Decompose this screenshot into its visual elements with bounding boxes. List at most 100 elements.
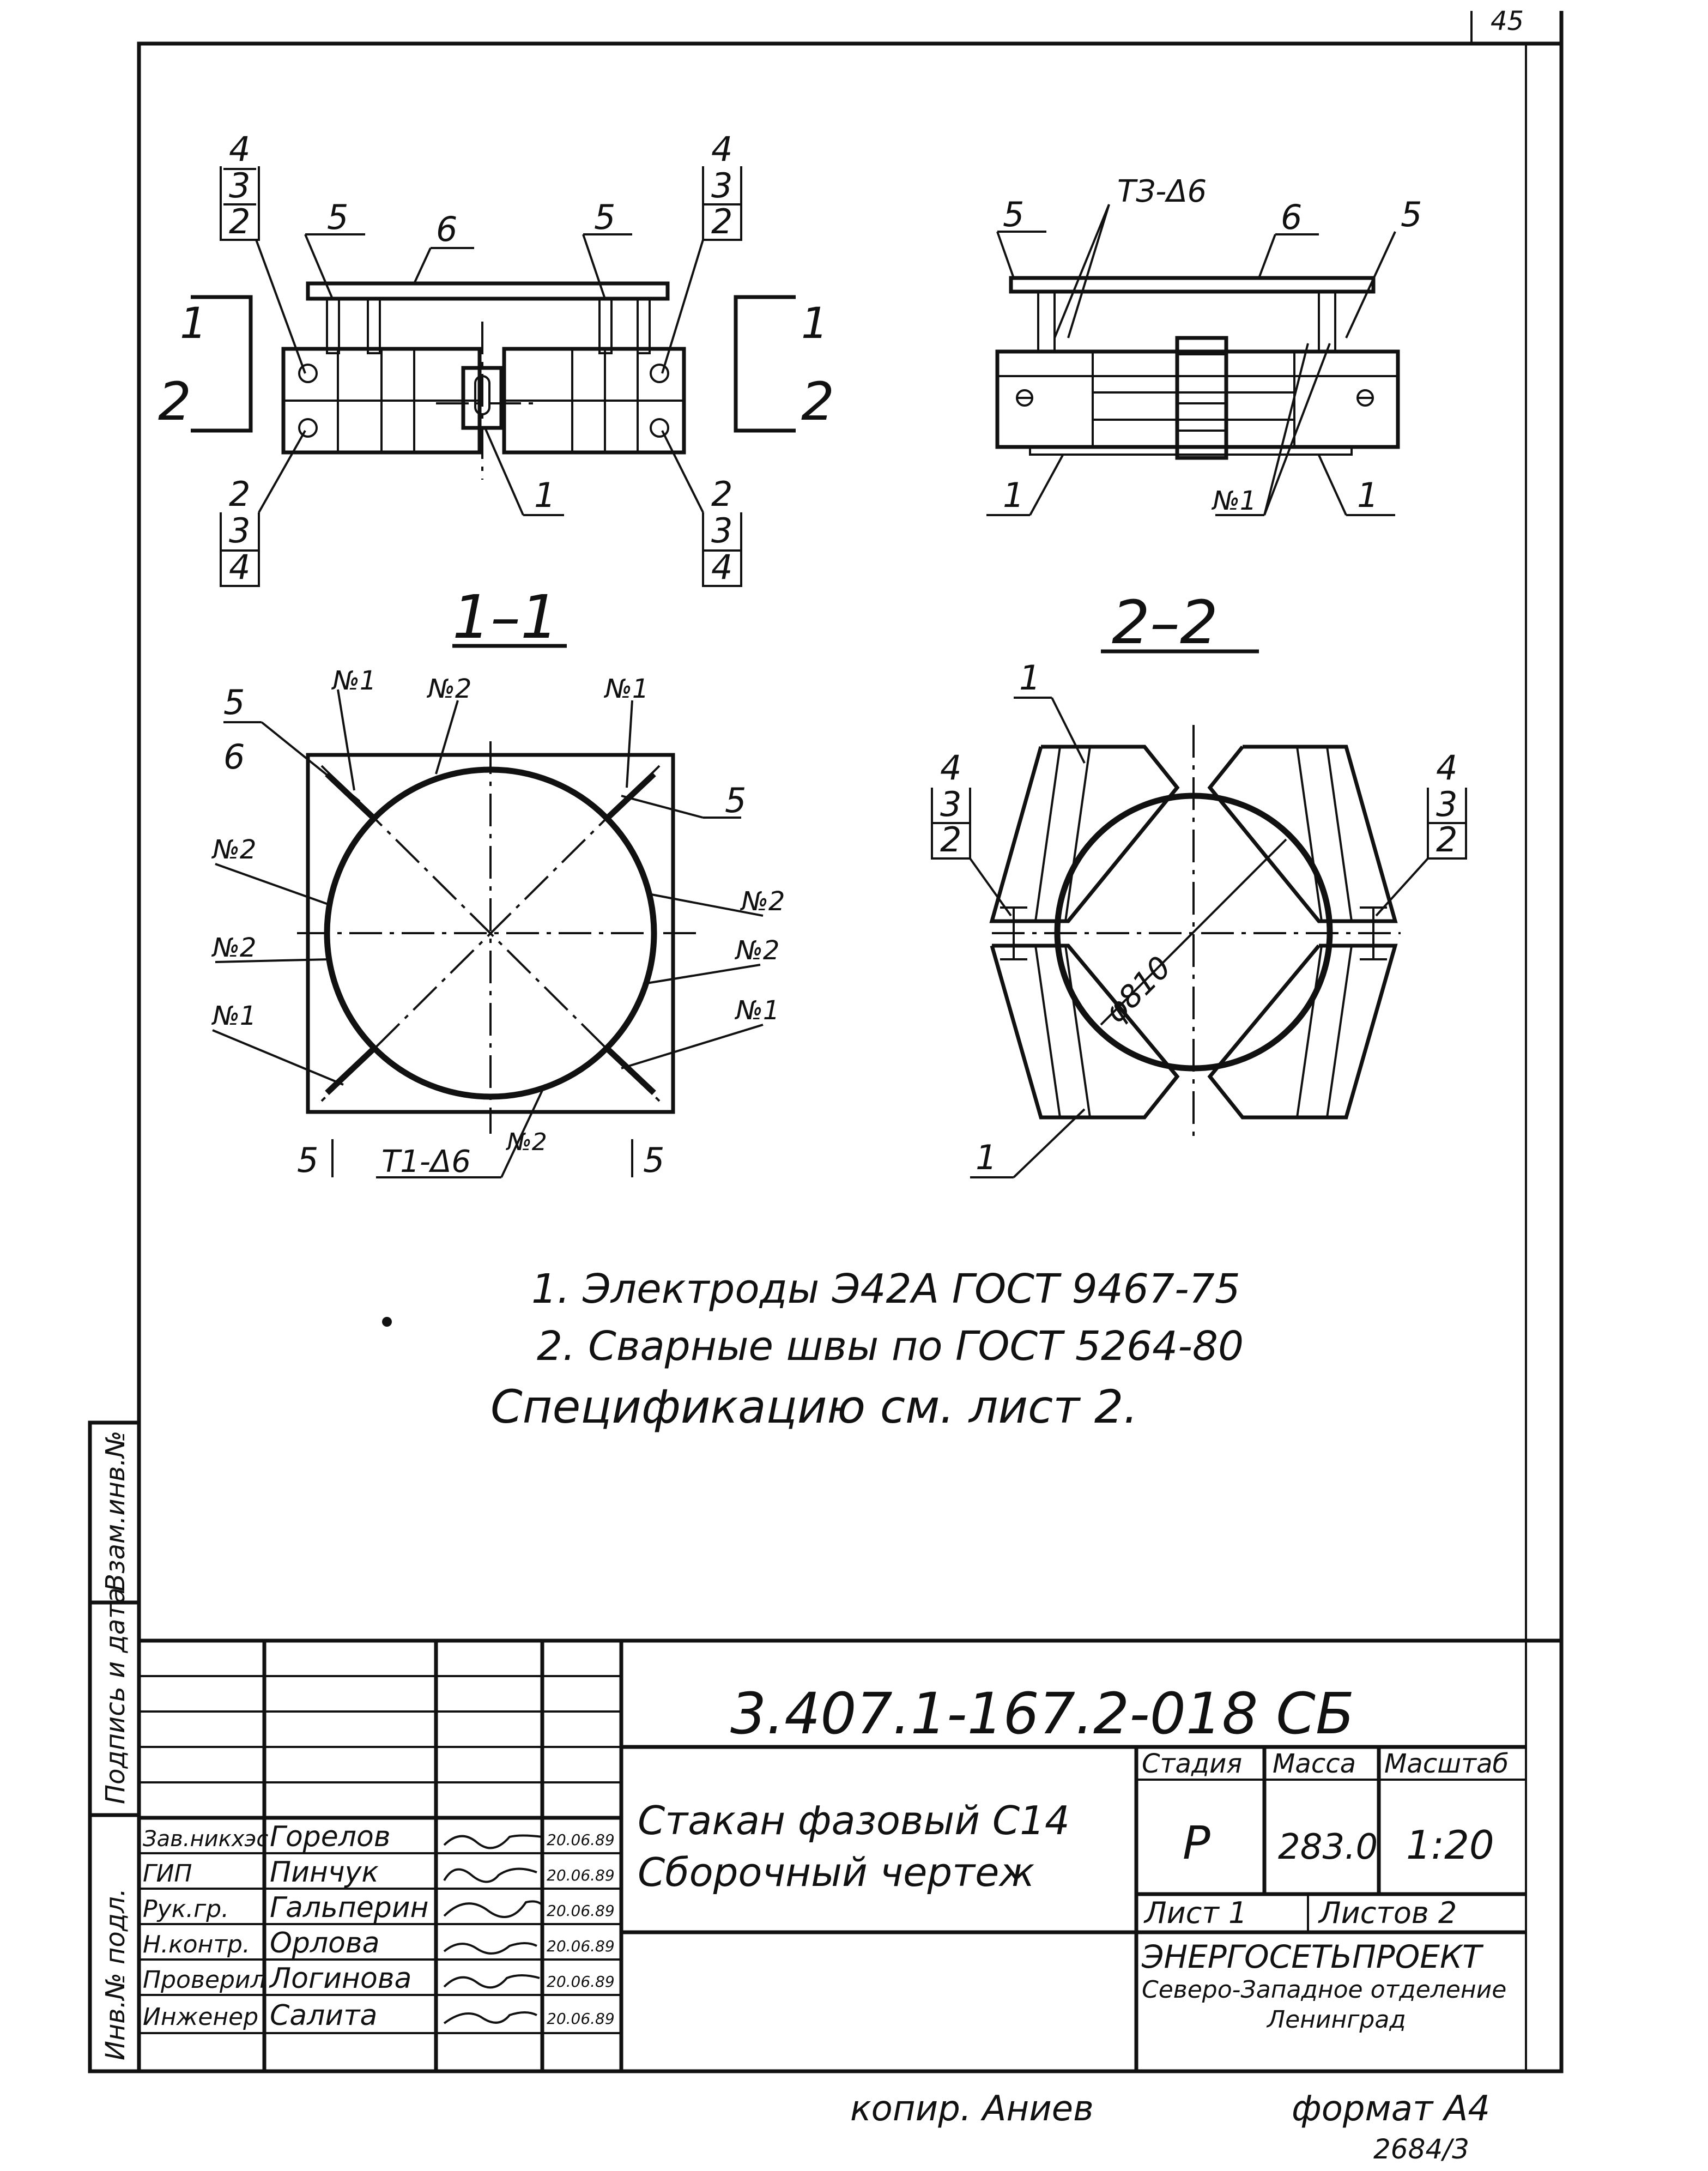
sheet-frame [137, 11, 1564, 2073]
organization-name: ЭНЕРГОСЕТЬПРОЕКТ [1141, 1938, 1484, 1975]
weld-label: ТЗ-Δ6 [1117, 174, 1207, 209]
page-number: 45 [1491, 6, 1524, 37]
callout-1: 1 [534, 475, 555, 515]
drawing-name-line2: Сборочный чертеж [638, 1849, 1034, 1895]
organization-division: Северо-Западное отделение [1142, 1976, 1506, 2004]
footer: копир. Аниев формат А4 2684/3 [850, 2089, 1490, 2165]
section-mark-1: 1 [801, 299, 828, 348]
sheet-count: Листов 2 [1318, 1896, 1457, 1930]
callout-n2: №2 [734, 935, 779, 966]
drawing-name-line1: Стакан фазовый С14 [638, 1798, 1070, 1843]
section-mark-2: 2 [801, 371, 834, 432]
callout-n1: №1 [603, 674, 649, 704]
stage-header: Стадия [1142, 1749, 1242, 1779]
plan-right-view [986, 204, 1400, 516]
callout-2: 2 [1436, 820, 1457, 860]
callout-3: 3 [711, 511, 732, 551]
diameter-label: φ810 [1098, 950, 1178, 1030]
drawing-designation: 3.407.1-167.2-018 СБ [730, 1680, 1354, 1747]
title-block [139, 1638, 1561, 2071]
plan-right-labels: 5 ТЗ-Δ6 6 5 1 №1 1 [1003, 174, 1422, 516]
callout-n1: №1 [331, 666, 376, 696]
plan-left-view [191, 166, 796, 587]
mass-header: Масса [1273, 1749, 1356, 1779]
format-label: формат А4 [1292, 2089, 1490, 2129]
callout-4: 4 [1436, 748, 1457, 788]
callout-4: 4 [229, 129, 250, 169]
organization-city: Ленинград [1266, 2006, 1406, 2034]
callout-1: 1 [1003, 475, 1024, 515]
spec-reference: Спецификацию см. лист 2. [490, 1380, 1138, 1434]
callout-1: 1 [1357, 475, 1378, 515]
note-1: 1. Электроды Э42А ГОСТ 9467-75 [531, 1266, 1240, 1313]
callout-n2: №2 [211, 834, 256, 865]
stamp-number: 2684/3 [1373, 2133, 1469, 2165]
name-ruk: Гальперин [270, 1891, 429, 1924]
role-ruk: Рук.гр. [143, 1895, 229, 1923]
section-mark-1: 1 [180, 299, 207, 348]
section-2-2-view [931, 649, 1467, 1178]
date-zav: 20.06.89 [547, 1831, 615, 1849]
callout-4: 4 [711, 129, 732, 169]
date-engineer: 20.06.89 [547, 2010, 615, 2028]
callout-4: 4 [711, 547, 732, 587]
callout-3: 3 [940, 784, 961, 824]
callout-5: 5 [297, 1140, 318, 1180]
callout-n2: №2 [211, 933, 256, 963]
callout-5: 5 [327, 197, 348, 237]
callout-5: 5 [643, 1140, 664, 1180]
callout-1: 1 [976, 1138, 997, 1177]
scale-value: 1:20 [1406, 1822, 1494, 1868]
callout-5: 5 [725, 781, 746, 820]
callout-2: 2 [229, 202, 250, 241]
role-nkontr: Н.контр. [143, 1931, 250, 1958]
callout-n2: №2 [740, 886, 785, 917]
callout-5: 5 [1401, 195, 1422, 234]
callout-2: 2 [711, 474, 732, 514]
name-zav: Горелов [270, 1821, 390, 1853]
role-checked: Проверил [143, 1966, 266, 1994]
replaced-inv-label: Взам.инв.№ [100, 1431, 131, 1592]
date-ruk: 20.06.89 [547, 1902, 615, 1920]
callout-3: 3 [229, 511, 250, 551]
signature-date-label: Подпись и дата [100, 1587, 131, 1804]
callout-6: 6 [1281, 197, 1302, 237]
callout-n2: №2 [505, 1128, 547, 1156]
callout-4: 4 [229, 547, 250, 587]
plan-left-labels: 4 3 2 5 6 5 4 3 2 1 2 3 4 2 3 4 1 2 1 2 [158, 129, 834, 587]
notes: 1. Электроды Э42А ГОСТ 9467-75 2. Сварны… [382, 1266, 1244, 1434]
side-stamp: Инв.№ подл. Подпись и дата Взам.инв.№ [88, 1420, 141, 2073]
name-checked: Логинова [269, 1962, 411, 1995]
section-1-1-view [212, 644, 764, 1178]
inv-original-label: Инв.№ подл. [100, 1888, 131, 2060]
scale-header: Масштаб [1384, 1749, 1509, 1779]
callout-n2: №2 [426, 674, 471, 704]
callout-2: 2 [940, 820, 961, 860]
date-nkontr: 20.06.89 [547, 1937, 615, 1955]
name-nkontr: Орлова [270, 1927, 380, 1960]
date-gip: 20.06.89 [547, 1866, 615, 1884]
section-2-2-labels: 2–2 1 4 3 2 4 3 2 1 φ810 [940, 588, 1457, 1177]
callout-5: 5 [594, 197, 615, 237]
section-title: 1–1 [452, 582, 559, 652]
title-block-text: 3.407.1-167.2-018 СБ Стакан фазовый С14 … [143, 1680, 1509, 2034]
callout-3: 3 [229, 166, 250, 205]
callout-n1: №1 [1211, 486, 1256, 516]
name-gip: Пинчук [270, 1856, 379, 1889]
callout-2: 2 [711, 202, 732, 241]
callout-6: 6 [436, 209, 457, 249]
stage-value: Р [1183, 1816, 1210, 1870]
name-engineer: Салита [270, 1999, 377, 2032]
copier-label: копир. Аниев [850, 2089, 1094, 2129]
callout-n1: №1 [734, 995, 779, 1026]
role-zav: Зав.никхэс [143, 1827, 268, 1852]
date-checked: 20.06.89 [547, 1973, 615, 1991]
callout-6: 6 [223, 737, 245, 777]
mass-value: 283.0 [1278, 1827, 1378, 1867]
section-mark-2: 2 [158, 371, 191, 432]
callout-3: 3 [711, 166, 732, 205]
section-1-1-labels: 1–1 5 №1 №2 №1 6 5 №2 №2 №2 №2 №1 №1 5 Т… [211, 582, 785, 1180]
callout-1: 1 [1019, 658, 1040, 698]
callout-n1: №1 [211, 1001, 256, 1031]
role-engineer: Инженер [143, 2003, 258, 2031]
